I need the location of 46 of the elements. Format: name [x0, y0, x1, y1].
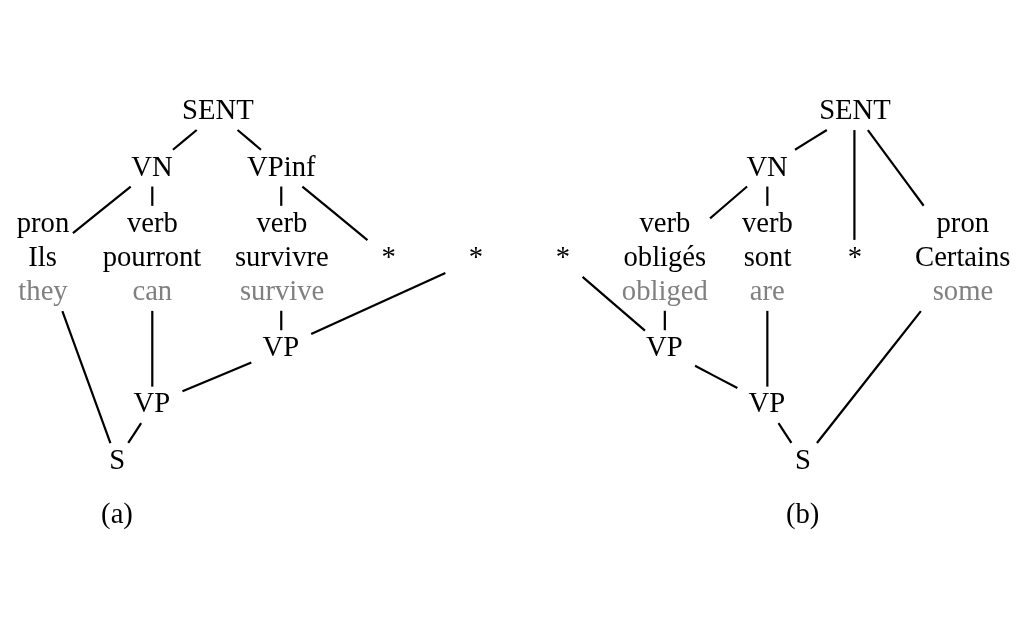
node-text: SENT [181, 93, 254, 126]
connector [694, 364, 738, 390]
connector [708, 185, 748, 220]
node-text: VPinf [246, 149, 316, 182]
connector [310, 272, 446, 336]
node-text: pron Certains some [914, 205, 1010, 307]
connector [852, 130, 855, 240]
node-text: pron Ils they [16, 205, 69, 307]
node-text: * [468, 239, 483, 272]
node-text: VP [748, 386, 785, 419]
connector [150, 186, 153, 206]
connector [126, 422, 142, 444]
node-text: SENT [818, 93, 891, 126]
connector [765, 186, 768, 206]
node-text: S [108, 442, 125, 475]
node-text: VN [130, 149, 173, 182]
connector [150, 310, 153, 387]
connector [765, 310, 768, 387]
node-text: VP [133, 386, 170, 419]
node-text: * [381, 239, 396, 272]
node-text: verb survivre survive [234, 205, 329, 307]
connector [279, 186, 282, 206]
connector [71, 185, 131, 235]
connector [866, 129, 925, 207]
connector [777, 422, 792, 444]
connector [815, 310, 922, 444]
node-text: * [847, 239, 862, 272]
connector [279, 310, 282, 331]
connector [581, 276, 646, 332]
node-text: verb pourront can [102, 205, 201, 307]
node-text: VN [745, 149, 788, 182]
label: (a) [100, 497, 133, 530]
label: (b) [785, 497, 819, 530]
connector [663, 310, 666, 331]
connector [181, 361, 252, 393]
node-text: verb sont are [741, 205, 793, 307]
node-text: * [555, 239, 570, 272]
node-text: VP [645, 330, 683, 363]
connector [301, 185, 368, 242]
connector [236, 129, 262, 151]
node-text: VP [262, 330, 299, 363]
connector [793, 129, 827, 151]
node-text: verb obligés obliged [621, 205, 708, 307]
connector [60, 310, 111, 444]
node-text: S [794, 442, 811, 475]
connector [171, 129, 197, 151]
